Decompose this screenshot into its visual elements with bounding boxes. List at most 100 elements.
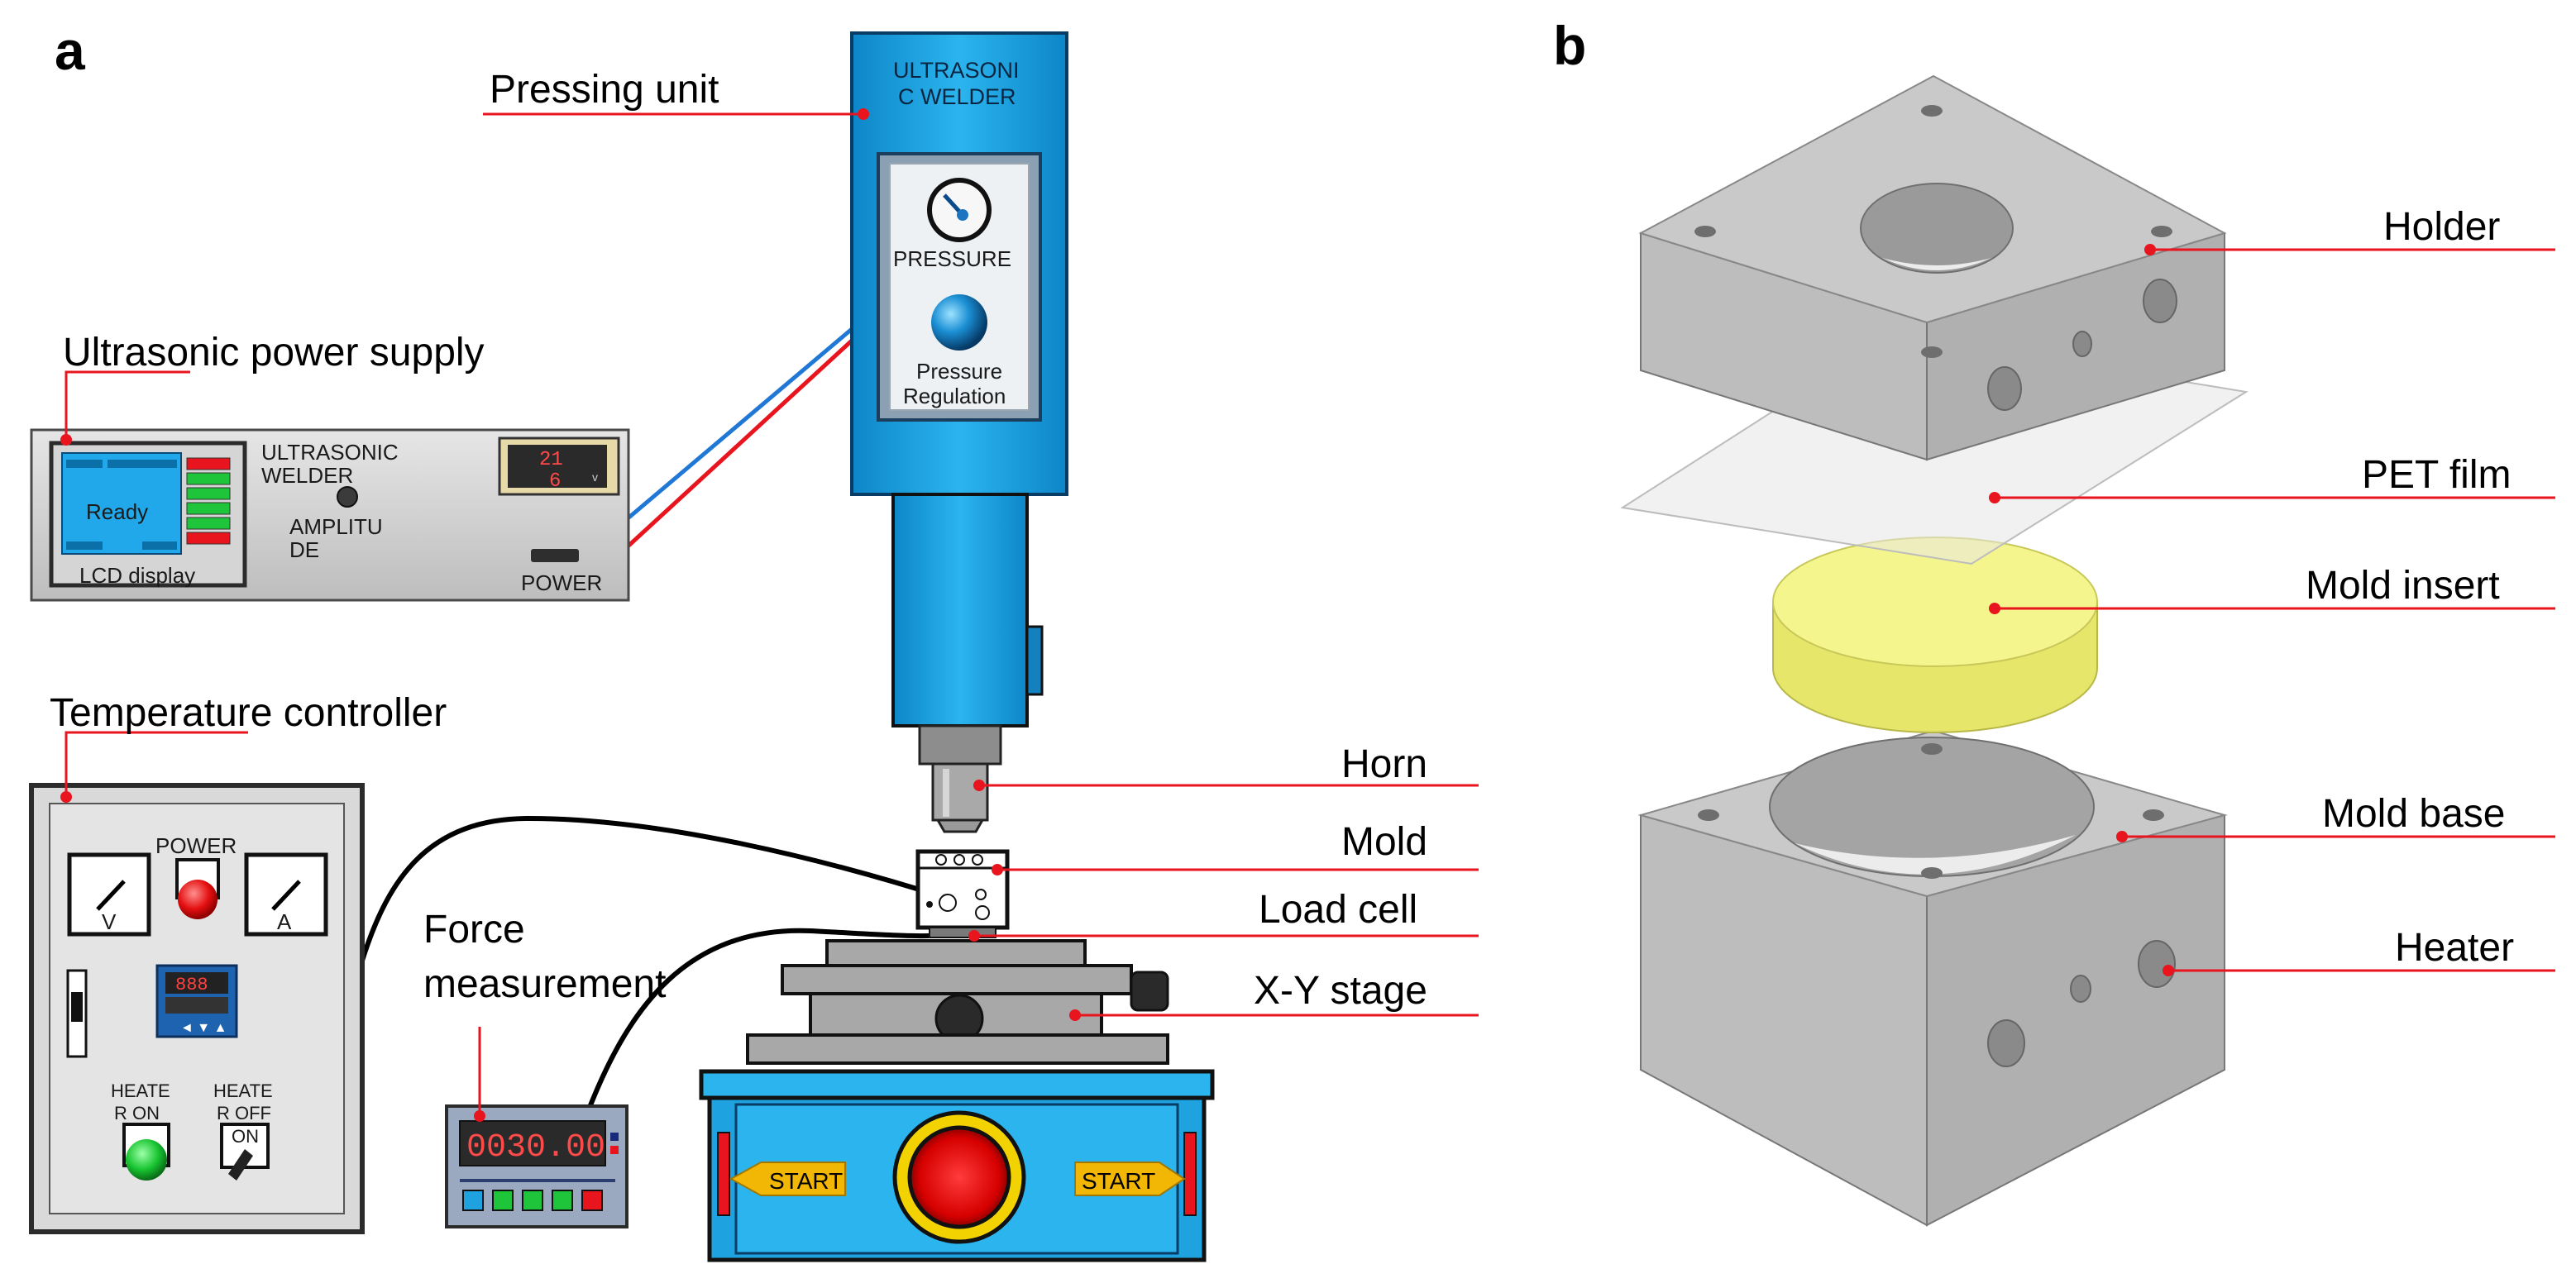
force-gauge-reading: 0030.00 <box>466 1129 605 1166</box>
label-pressing-unit: Pressing unit <box>490 68 719 112</box>
label-force-measurement-line1: Force <box>423 908 525 952</box>
voltmeter-label: V <box>102 909 117 934</box>
cables <box>360 327 952 1111</box>
leader-dot <box>60 434 72 446</box>
voltage-readout-unit: v <box>592 470 598 484</box>
force-gauge-key[interactable] <box>552 1190 573 1211</box>
leader-dot <box>2163 965 2174 976</box>
start-button[interactable] <box>907 1125 1011 1229</box>
welder-column-clamp <box>1025 625 1044 696</box>
holder-bolt-hole <box>2151 226 2172 237</box>
lcd-level-bar <box>186 487 231 500</box>
ammeter-needle <box>271 880 301 911</box>
mold-hole <box>972 854 983 866</box>
pid-arrows[interactable]: ◄ ▼ ▲ <box>180 1021 227 1035</box>
press-base: START START <box>699 1069 1215 1262</box>
label-mold: Mold <box>1341 820 1427 864</box>
label-horn: Horn <box>1341 742 1427 786</box>
power-cable-red <box>625 339 853 549</box>
mold-hole <box>953 854 965 866</box>
force-gauge-key[interactable] <box>462 1190 484 1211</box>
leader-dot <box>60 791 72 803</box>
mold-base-bolt-hole <box>2143 809 2164 821</box>
holder-side-hole <box>2072 331 2092 357</box>
pid-display-2 <box>165 997 228 1014</box>
leader-power-supply <box>65 370 190 440</box>
amplitude-label-line2: DE <box>289 537 319 562</box>
leader-dot <box>2116 831 2128 842</box>
lcd-screen-text: Ready <box>86 499 148 524</box>
label-power-supply: Ultrasonic power supply <box>63 331 485 374</box>
force-gauge-key[interactable] <box>522 1190 543 1211</box>
force-gauge-display <box>459 1120 606 1166</box>
leader-dot <box>2144 244 2156 255</box>
label-pet-film: PET film <box>2362 453 2511 497</box>
stage-knob[interactable] <box>1130 971 1169 1012</box>
lcd-level-bar <box>186 517 231 530</box>
label-mold-base: Mold base <box>2322 792 2505 836</box>
horn <box>931 762 989 822</box>
power-cable-blue <box>625 327 853 521</box>
xy-stage <box>746 939 1169 1065</box>
power-lamp[interactable] <box>178 880 217 919</box>
label-xy-stage: X-Y stage <box>1254 969 1427 1013</box>
leader-dot <box>1989 492 2000 503</box>
stage-plate <box>781 964 1133 995</box>
panel-label-b: b <box>1553 15 1586 76</box>
force-gauge-key[interactable] <box>581 1190 603 1211</box>
heater-cable <box>360 815 952 961</box>
start-arrow-left <box>729 1162 846 1196</box>
side-switch-lever <box>71 992 83 1022</box>
start-label-left: START <box>769 1168 843 1194</box>
leader-dot <box>968 930 980 942</box>
mold-assembly <box>915 849 1010 938</box>
exploded-mold <box>1620 74 2249 1227</box>
holder-bore <box>1860 183 2014 274</box>
pressure-regulation-knob[interactable] <box>931 294 987 351</box>
power-supply-name-line2: WELDER <box>261 463 353 488</box>
pressure-gauge-label: PRESSURE <box>893 246 1011 271</box>
panel-label-a: a <box>55 20 86 81</box>
welder-column <box>891 493 1029 727</box>
mold-base-bolt-hole <box>1698 809 1719 821</box>
holder-bore-opening <box>1882 258 1991 270</box>
holder-bolt-hole <box>1921 105 1943 117</box>
booster <box>918 724 1002 766</box>
heater-off-switch-label: ON <box>232 1126 259 1147</box>
amplitude-knob[interactable] <box>337 486 358 508</box>
force-gauge-key[interactable] <box>492 1190 514 1211</box>
mold-hole <box>939 894 957 912</box>
power-switch-label: POWER <box>521 570 602 595</box>
voltmeter-needle <box>96 880 126 911</box>
leader-dot <box>1989 603 2000 614</box>
heater-hole <box>2070 975 2091 1003</box>
holder-side-hole <box>1987 366 2022 411</box>
power-lamp-label: POWER <box>155 833 237 858</box>
lcd-tab <box>66 541 103 550</box>
lcd-level-bar <box>186 502 231 515</box>
voltage-readout <box>508 445 607 488</box>
pid-display-value: 888 <box>175 975 208 995</box>
start-label-right: START <box>1082 1168 1155 1194</box>
panel-a-callouts: Pressing unit Ultrasonic power supply Te… <box>50 68 1479 1122</box>
heater-hole <box>1987 1019 2025 1067</box>
start-arrow-right <box>1074 1162 1186 1196</box>
holder-side-hole <box>2143 279 2177 323</box>
heater-on-button[interactable] <box>126 1139 167 1181</box>
lcd-display <box>61 452 182 555</box>
lcd-level-bar <box>186 472 231 485</box>
force-gauge-led <box>610 1146 619 1154</box>
temperature-controller: V A POWER 888 ◄ ▼ ▲ HEATE R ON HEATE R O… <box>29 783 365 1234</box>
label-load-cell: Load cell <box>1259 888 1417 932</box>
lcd-tab <box>66 460 103 468</box>
heater-off-switch-lever[interactable] <box>228 1149 253 1181</box>
mold-base-cavity <box>1769 737 2095 877</box>
ultrasonic-welder: ULTRASONI C WELDER PRESSURE Pressure Reg… <box>850 31 1068 833</box>
horn-tip <box>935 818 985 833</box>
lcd-tab <box>108 460 177 468</box>
welder-title-line1: ULTRASONI <box>893 58 1020 83</box>
power-switch[interactable] <box>531 549 579 562</box>
label-temperature-controller: Temperature controller <box>50 691 447 735</box>
power-supply-name-line1: ULTRASONIC <box>261 440 399 465</box>
